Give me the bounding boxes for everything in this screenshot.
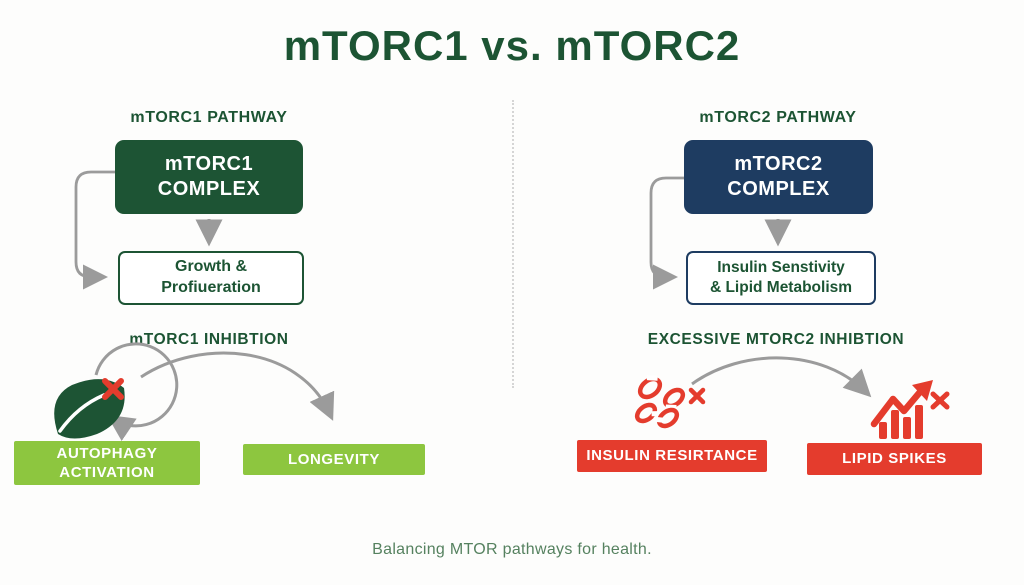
longevity-box: LONGEVITY: [243, 444, 425, 475]
autophagy-activation-box: AUTOPHAGY ACTIVATION: [14, 441, 200, 485]
mtorc2-complex-line1: mTORC2: [734, 153, 823, 175]
red-x-icon: [102, 378, 124, 400]
growth-line1: Growth &: [175, 258, 247, 276]
lipid-spikes-arc-arrow: [691, 356, 872, 398]
leaf-icon: [54, 379, 125, 439]
insulin-sensitivity-box: Insulin Senstivity & Lipid Metabolism: [686, 251, 876, 305]
lipid-spikes-label: LIPID SPIKES: [842, 450, 947, 468]
autophagy-loop-arrow: [94, 342, 179, 442]
insulin-line2: & Lipid Metabolism: [709, 279, 853, 296]
insulin-line1: Insulin Senstivity: [717, 258, 845, 276]
longevity-label: LONGEVITY: [287, 450, 381, 468]
insulin-resistance-label: INSULIN RESIRTANCE: [586, 447, 758, 465]
mtorc2-complex-box: mTORC2 COMPLEX: [684, 140, 873, 214]
longevity-arc-arrow: [140, 351, 335, 421]
insulin-resistance-box: INSULIN RESIRTANCE: [577, 440, 767, 472]
growth-line2: Profiueration: [161, 279, 261, 296]
center-divider: [512, 100, 514, 388]
growth-proliferation-box: Growth & Profiueration: [118, 251, 304, 305]
mtorc1-complex-box: mTORC1 COMPLEX: [115, 140, 303, 214]
mtorc2-pathway-header: mTORC2 PATHWAY: [699, 109, 857, 126]
red-x-icon: [930, 391, 950, 410]
mtorc1-complex-line2: COMPLEX: [157, 178, 261, 200]
mtorc2-inhibition-header: EXCESSIVE MTORC2 INHIBTION: [647, 331, 905, 348]
autophagy-line1: AUTOPHAGY: [56, 444, 158, 462]
mtorc1-pathway-header: mTORC1 PATHWAY: [130, 109, 288, 126]
mtorc2-feedback-arrow: [649, 176, 684, 290]
footer-caption: Balancing MTOR pathways for health.: [372, 541, 652, 558]
page-title: mTORC1 vs. mTORC2: [283, 22, 741, 69]
lipid-spikes-box: LIPID SPIKES: [807, 443, 982, 475]
broken-chain-icon: [634, 375, 686, 429]
red-x-icon: [688, 387, 706, 405]
mtorc2-complex-line2: COMPLEX: [727, 178, 830, 200]
mtorc1-complex-line1: mTORC1: [164, 153, 254, 175]
mtorc1-feedback-arrow: [74, 170, 115, 290]
autophagy-line2: ACTIVATION: [59, 464, 155, 481]
mtorc1-inhibition-header: mTORC1 INHIBTION: [129, 331, 289, 348]
rising-chart-icon: [870, 380, 933, 439]
